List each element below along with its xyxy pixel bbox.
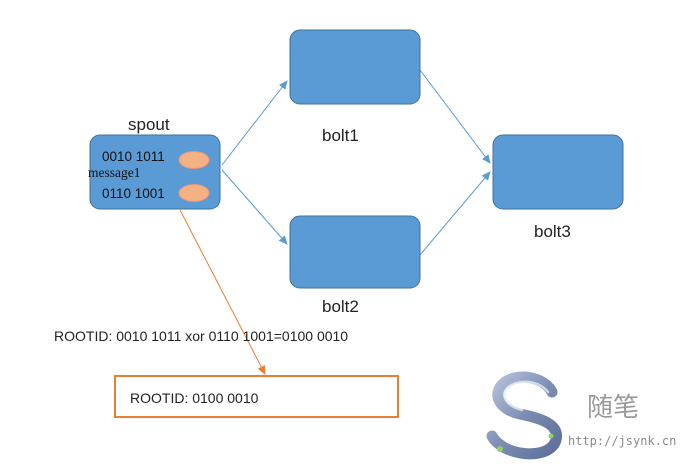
edge-spout-bolt1 [221, 80, 288, 166]
edges [179, 69, 491, 375]
edge-spout-bolt2 [221, 169, 288, 245]
edge-spout-rootid [179, 209, 266, 375]
spout-label: spout [128, 115, 170, 134]
bolt2-node: bolt2 [289, 215, 421, 316]
watermark-url: http://jsynk.cn [568, 434, 676, 448]
watermark: 随笔 http://jsynk.cn [486, 371, 676, 460]
watermark-s-logo [486, 371, 562, 460]
bolt1-node: bolt1 [289, 29, 421, 145]
bolt1-label: bolt1 [322, 126, 359, 145]
message-ellipse-1 [178, 151, 210, 169]
rootid-box-frame [114, 375, 399, 418]
watermark-dot-1 [497, 446, 503, 452]
bolt3-label: bolt3 [534, 222, 571, 241]
spout-line2: 0110 1001 [102, 186, 165, 201]
bolt2-label: bolt2 [322, 297, 359, 316]
bolt3-box [492, 134, 624, 210]
bolt2-box [289, 215, 421, 289]
edge-bolt1-bolt3 [419, 69, 491, 164]
watermark-s-logo-highlight [503, 380, 550, 412]
bolt3-node: bolt3 [492, 134, 624, 241]
rootid-annotation: ROOTID: 0010 1011 xor 0110 1001=0100 001… [54, 328, 348, 344]
spout-node: spout 0010 1011 message1 0110 1001 [88, 115, 221, 210]
edge-bolt2-bolt3 [419, 171, 491, 256]
spout-message: message1 [88, 165, 140, 180]
watermark-text: 随笔 [587, 393, 639, 423]
message-ellipse-2 [178, 184, 210, 202]
rootid-box: ROOTID: 0100 0010 [114, 375, 399, 418]
rootid-box-text: ROOTID: 0100 0010 [130, 390, 259, 406]
watermark-dot-2 [548, 433, 554, 439]
bolt1-box [289, 29, 421, 105]
spout-line1: 0010 1011 [102, 149, 165, 164]
